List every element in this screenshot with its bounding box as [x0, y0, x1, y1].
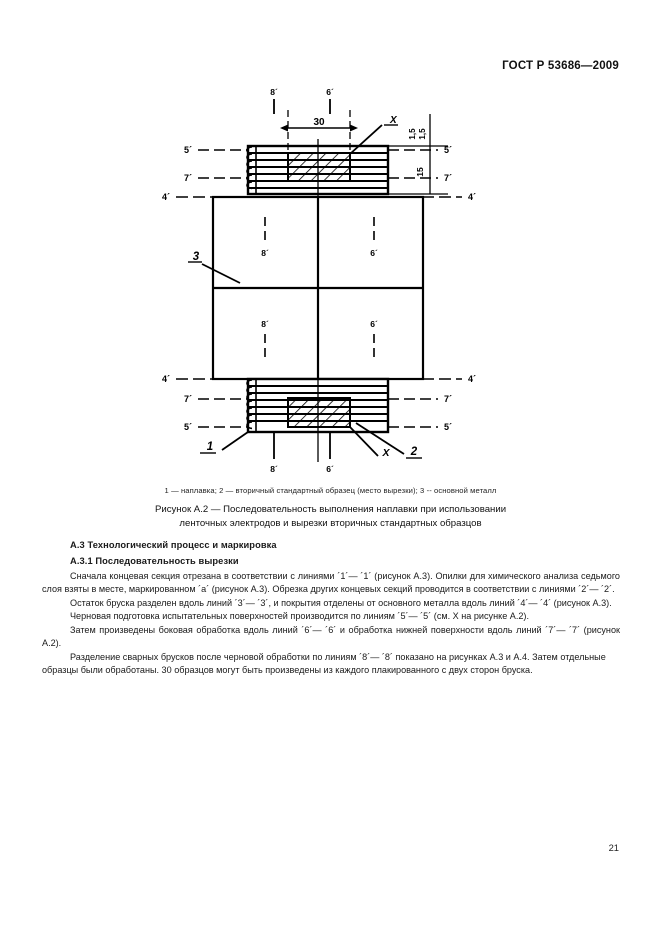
bottom-callouts: 1 X 2: [200, 422, 422, 459]
section-label-top-right-4: 4´: [468, 192, 476, 202]
section-label-top-left-5: 5´: [184, 145, 192, 155]
section-label-top-right-7: 7´: [444, 173, 452, 183]
mid-upper-cut-markers: 8´ 6´: [261, 217, 378, 258]
figure-a2-drawing: 30 8´ 6´ X 1,5 1,5 15: [162, 87, 476, 474]
section-label-bottom-right-5: 5´: [444, 422, 452, 432]
paragraph-4: Затем произведены боковая обработка вдол…: [42, 625, 620, 649]
paragraph-5: Разделение сварных брусков после черново…: [42, 651, 606, 675]
dimension-thin-1-label: 1,5: [408, 128, 417, 140]
body-text-section: А.3 Технологический процесс и маркировка…: [42, 539, 620, 677]
cut-label-mid-upper-8: 8´: [261, 248, 269, 258]
dimension-15-label: 15: [415, 167, 425, 177]
heading-a31: А.3.1 Последовательность вырезки: [70, 556, 239, 567]
detail-x-label-top: X: [389, 115, 398, 126]
figure-caption: Рисунок А.2 — Последовательность выполне…: [0, 503, 661, 531]
section-label-bottom-right-4: 4´: [468, 374, 476, 384]
section-label-top-right-5: 5´: [444, 145, 452, 155]
detail-x-callout-top: X: [349, 115, 398, 155]
figure-legend: 1 — наплавка; 2 — вторичный стандартный …: [164, 486, 497, 495]
cut-label-bottom-6: 6´: [326, 464, 334, 474]
section-label-top-left-7: 7´: [184, 173, 192, 183]
cut-label-mid-lower-6: 6´: [370, 319, 378, 329]
top-cut-markers: 8´ 6´: [270, 87, 334, 114]
callout-3-base-metal: 3: [188, 251, 241, 284]
mid-lower-cut-markers: 8´ 6´: [261, 319, 378, 362]
callout-2-label: 2: [410, 446, 418, 458]
callout-3-label: 3: [193, 251, 200, 263]
heading-a3: А.3 Технологический процесс и маркировка: [70, 540, 277, 550]
document-standard-header: ГОСТ Р 53686—2009: [502, 60, 619, 72]
detail-x-label-bottom: X: [381, 447, 390, 459]
figure-caption-line-2: ленточных электродов и вырезки вторичных…: [179, 518, 482, 529]
callout-1-label: 1: [207, 441, 213, 453]
right-dimensions-group: 1,5 1,5 15: [388, 114, 448, 195]
section-label-bottom-left-5: 5´: [184, 422, 192, 432]
paragraph-1: Сначала концевая секция отрезана в соотв…: [42, 571, 620, 595]
cut-label-bottom-8: 8´: [270, 464, 278, 474]
dimension-thin-2-label: 1,5: [418, 128, 427, 140]
section-label-bottom-left-4: 4´: [162, 374, 170, 384]
bottom-section-lines: 4´ 4´ 7´ 7´ 5´ 5´: [162, 374, 476, 432]
figure-caption-line-1: Рисунок А.2 — Последовательность выполне…: [154, 504, 507, 515]
cut-label-top-6: 6´: [326, 87, 334, 97]
dimension-30-top: 30: [280, 110, 358, 154]
dimension-30-label: 30: [313, 117, 325, 128]
section-label-top-left-4: 4´: [162, 192, 170, 202]
bottom-cut-markers: 8´ 6´: [270, 432, 334, 474]
section-label-bottom-left-7: 7´: [184, 394, 192, 404]
paragraph-3: Черновая подготовка испытательных поверх…: [70, 611, 529, 622]
paragraph-2: Остаток бруска разделен вдоль линий ´3´—…: [70, 597, 612, 608]
cut-label-top-8: 8´: [270, 87, 278, 97]
page-number: 21: [608, 842, 619, 853]
figure-a2: 30 8´ 6´ X 1,5 1,5 15: [0, 84, 661, 484]
cut-label-mid-lower-8: 8´: [261, 319, 269, 329]
cut-label-mid-upper-6: 6´: [370, 248, 378, 258]
base-metal-bar: [211, 195, 425, 381]
section-label-bottom-right-7: 7´: [444, 394, 452, 404]
